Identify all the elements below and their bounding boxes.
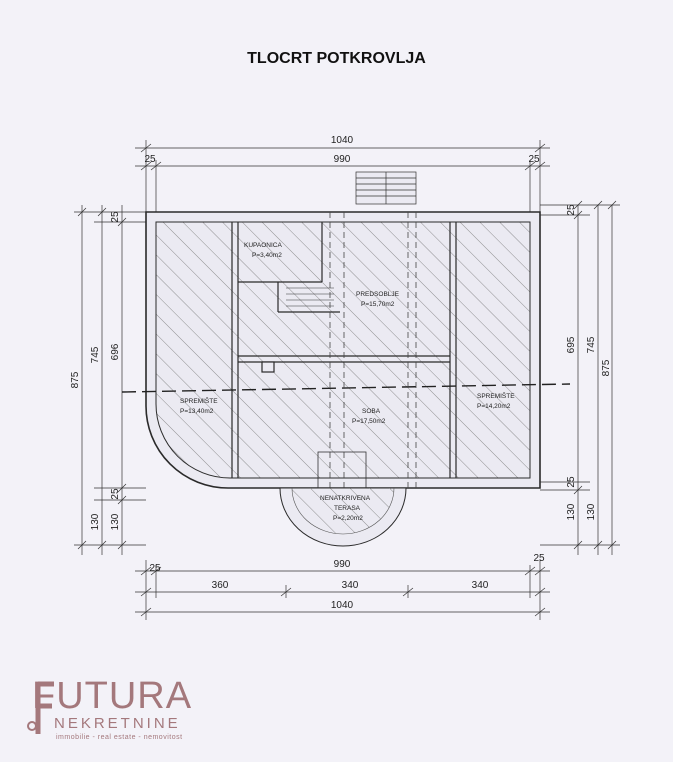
room-label-terasa-2: TERASA: [334, 505, 361, 512]
room-area-predsoblje: P=15,70m2: [361, 301, 395, 308]
dim-bottom-360: 360: [212, 580, 229, 591]
dim-right-130-a: 130: [566, 503, 577, 520]
dim-top-inner: 990: [334, 154, 351, 165]
room-label-soba: SOBA: [362, 408, 381, 415]
room-label-predsoblje: PREDSOBLJE: [356, 291, 400, 298]
dim-bottom-left-25: 25: [149, 563, 161, 574]
right-dimensions: [540, 200, 620, 555]
stairs-indoor: [286, 287, 334, 307]
left-dimensions: [74, 205, 146, 555]
stairs-outdoor: [355, 171, 417, 205]
roof-lines: [329, 212, 417, 488]
dim-left-696: 696: [110, 343, 121, 360]
room-area-kupaonica: P=3,40m2: [252, 252, 282, 259]
dim-bottom-right-25: 25: [533, 553, 545, 564]
terrace: [279, 451, 407, 547]
dim-right-25-bottom: 25: [566, 476, 577, 488]
logo-subtitle: NEKRETNINE: [54, 715, 181, 732]
plan-title: TLOCRT POTKROVLJA: [247, 50, 426, 67]
dim-top-total: 1040: [331, 135, 354, 146]
dim-left-745: 745: [90, 346, 101, 363]
dim-right-875: 875: [601, 359, 612, 376]
section-line: [121, 383, 571, 393]
room-area-spremiste-right: P=14,20m2: [477, 403, 511, 410]
dim-right-130-b: 130: [586, 503, 597, 520]
dim-right-695: 695: [566, 336, 577, 353]
room-label-spremiste-left: SPREMIŠTE: [180, 396, 218, 405]
dim-right-25-top: 25: [566, 204, 577, 216]
logo-tagline: immobilie - real estate - nemovitost: [56, 734, 183, 741]
logo-wordmark: FUTURA: [32, 675, 193, 717]
dim-top-right-25: 25: [528, 154, 540, 165]
top-dimensions: [135, 140, 550, 215]
building-outline: [145, 211, 541, 489]
room-label-spremiste-right: SPREMIŠTE: [477, 391, 515, 400]
dim-left-25-top: 25: [110, 211, 121, 223]
dim-left-130-b: 130: [110, 513, 121, 530]
room-area-terasa: P=2,20m2: [333, 515, 363, 522]
bottom-dimensions: [135, 560, 550, 620]
dim-bottom-340-b: 340: [472, 580, 489, 591]
dim-bottom-990: 990: [334, 559, 351, 570]
room-area-spremiste-left: P=13,40m2: [180, 408, 214, 415]
room-label-terasa: NENATKRIVENA: [320, 495, 371, 502]
dim-bottom-total: 1040: [331, 600, 354, 611]
company-logo: FUTURA NEKRETNINE immobilie - real estat…: [26, 676, 246, 756]
dim-left-875: 875: [70, 371, 81, 388]
dim-left-25-bottom: 25: [110, 488, 121, 500]
key-house-icon: [27, 681, 54, 734]
dim-bottom-340-a: 340: [342, 580, 359, 591]
room-label-kupaonica: KUPAONICA: [244, 242, 282, 249]
dim-left-130-a: 130: [90, 513, 101, 530]
room-area-soba: P=17,50m2: [352, 418, 386, 425]
dim-right-745: 745: [586, 336, 597, 353]
dim-top-left-25: 25: [144, 154, 156, 165]
